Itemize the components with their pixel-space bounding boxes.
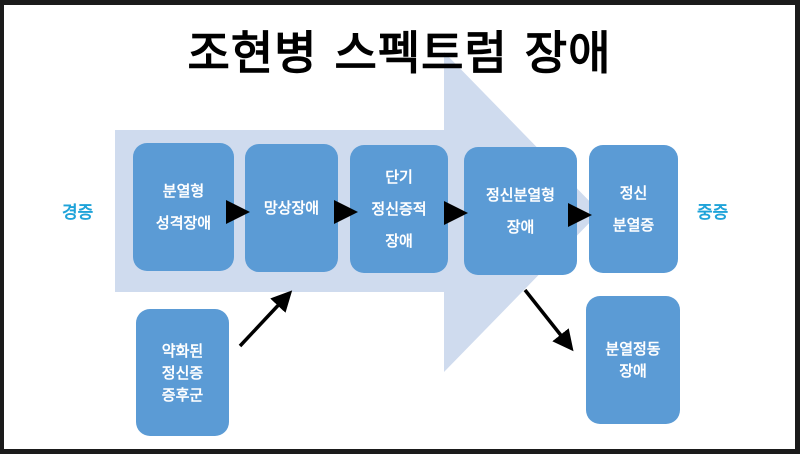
box-line: 정신증: [161, 363, 204, 382]
box-line: 장애: [385, 232, 413, 250]
box-schizophrenia: 정신 분열증: [589, 145, 678, 273]
box-line: 증후군: [161, 385, 204, 404]
box-line: 분열증: [612, 216, 655, 234]
box-line: 장애: [619, 362, 647, 380]
box-line: 정신분열형: [485, 186, 555, 204]
page-title: 조현병 스펙트럼 장애: [187, 26, 612, 80]
box-line: 분열정동: [605, 340, 661, 358]
severity-severe-label: 중증: [697, 203, 729, 223]
box-line: 정신: [619, 184, 648, 202]
box-line: 성격장애: [155, 214, 212, 232]
box-delusional-disorder: 망상장애: [245, 144, 338, 272]
box-schizotypal-personality-disorder: 분열형 성격장애: [133, 143, 234, 271]
box-schizoaffective-disorder: 분열정동 장애: [586, 296, 680, 424]
box-line: 약화된: [161, 341, 204, 360]
box-schizophreniform-disorder: 정신분열형 장애: [464, 147, 577, 275]
box-brief-psychotic-disorder: 단기 정신증적 장애: [350, 145, 448, 273]
box-line: 망상장애: [263, 199, 320, 217]
slide-canvas: 조현병 스펙트럼 장애 경증 중증 분열형 성격장애 망상장애 단기 정신증적 …: [4, 5, 795, 449]
box-line: 정신증적: [371, 200, 427, 218]
box-line: 단기: [385, 168, 413, 186]
box-line: 장애: [506, 218, 535, 236]
box-line: 분열형: [162, 182, 205, 200]
box-attenuated-psychosis-syndrome: 약화된 정신증 증후군: [136, 309, 229, 436]
severity-mild-label: 경증: [62, 203, 94, 223]
